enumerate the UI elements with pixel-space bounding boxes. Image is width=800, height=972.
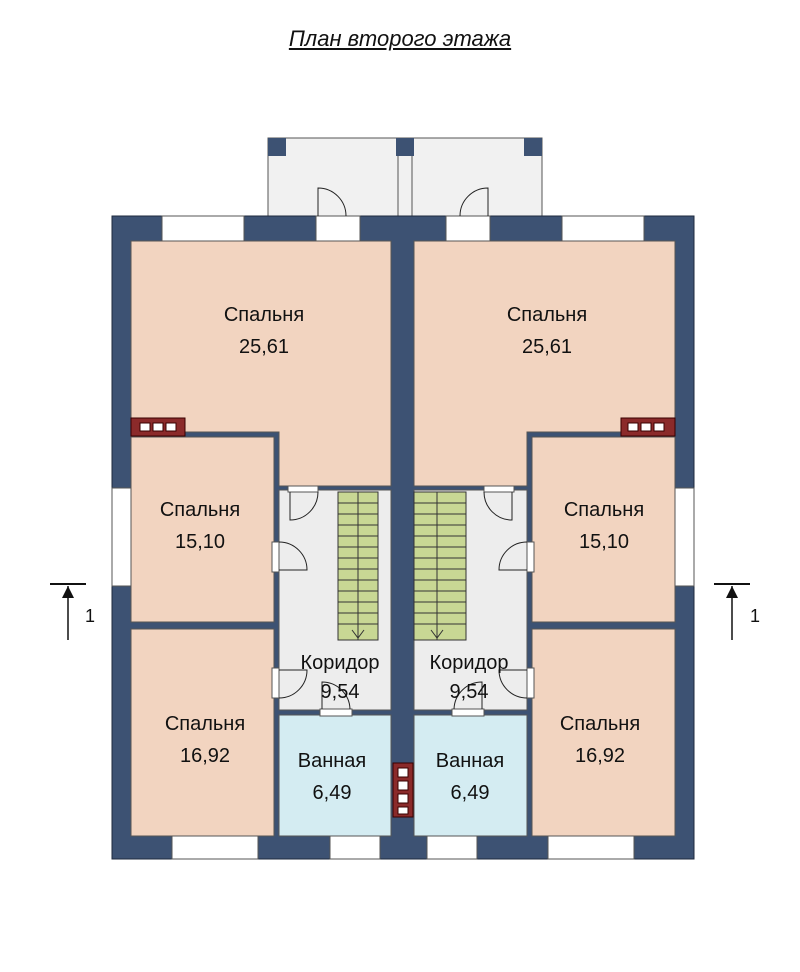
label-bedroom-big-right: Спальня: [507, 304, 587, 326]
label-bath-left: Ванная: [298, 750, 367, 772]
room-bedroom-low-right: [531, 628, 676, 837]
area-bedroom-mid-right: 15,10: [579, 531, 629, 553]
label-bedroom-low-right: Спальня: [560, 713, 640, 735]
area-bedroom-big-right: 25,61: [522, 336, 572, 358]
area-corridor-right: 9,54: [450, 681, 489, 703]
label-corridor-left: Коридор: [301, 652, 380, 674]
room-bedroom-mid-right: [531, 436, 676, 623]
label-bedroom-low-left: Спальня: [165, 713, 245, 735]
label-bedroom-mid-right: Спальня: [564, 499, 644, 521]
section-mark-right: 1: [714, 583, 760, 640]
label-bedroom-big-left: Спальня: [224, 304, 304, 326]
section-label-right: 1: [750, 606, 760, 626]
label-corridor-right: Коридор: [430, 652, 509, 674]
label-bedroom-mid-left: Спальня: [160, 499, 240, 521]
label-bath-right: Ванная: [436, 750, 505, 772]
windows: [111, 215, 695, 860]
room-bedroom-mid-left: [130, 436, 275, 623]
chimney-center: [392, 762, 414, 818]
stairs-left: [337, 491, 379, 641]
chimney-right: [620, 417, 676, 437]
stairs-right: [413, 491, 467, 641]
chimney-left: [130, 417, 186, 437]
room-bedroom-big-right: [413, 240, 676, 487]
area-bath-left: 6,49: [313, 782, 352, 804]
area-bedroom-mid-left: 15,10: [175, 531, 225, 553]
doors: [271, 187, 535, 717]
section-label-left: 1: [85, 606, 95, 626]
section-mark-left: 1: [50, 583, 95, 640]
plan-title: План второго этажа: [288, 26, 512, 51]
room-bath-left: [278, 714, 392, 837]
area-bedroom-low-left: 16,92: [180, 745, 230, 767]
area-corridor-left: 9,54: [321, 681, 360, 703]
area-bedroom-big-left: 25,61: [239, 336, 289, 358]
area-bath-right: 6,49: [451, 782, 490, 804]
room-bath-right: [413, 714, 528, 837]
area-bedroom-low-right: 16,92: [575, 745, 625, 767]
balcony: [267, 137, 543, 219]
room-bedroom-low-left: [130, 628, 275, 837]
